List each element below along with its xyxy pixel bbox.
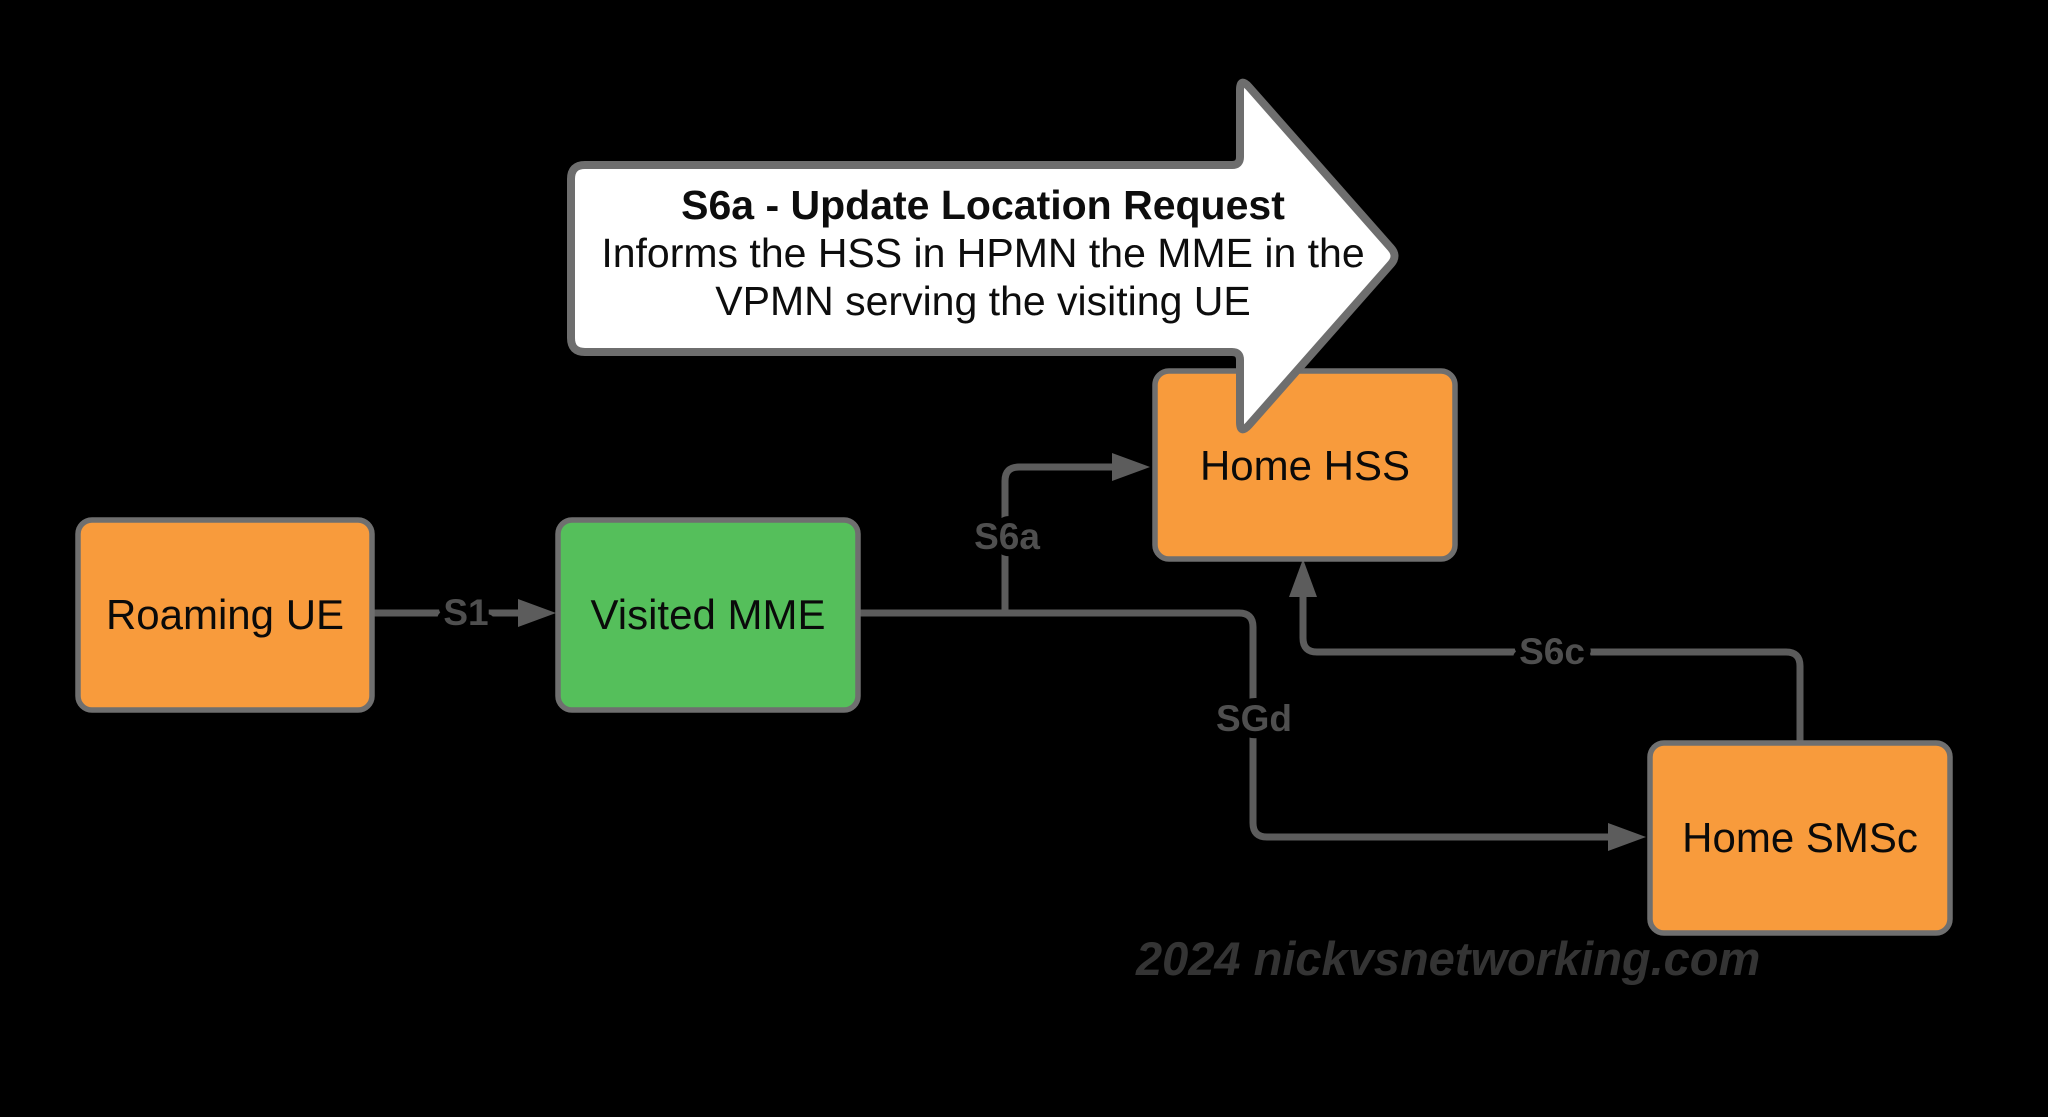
link-sgd-arrowhead-icon [1608,823,1646,851]
link-s6a [1001,453,1150,613]
link-sgd-line [858,609,1608,841]
link-s1 [374,599,556,627]
node-box [75,517,375,713]
link-label-s6a: S6a [974,516,1040,557]
link-sgd [858,609,1646,851]
link-label-s6c: S6c [1519,631,1585,672]
callout-body-line: VPMN serving the visiting UE [715,278,1250,324]
link-s6c-arrowhead-icon [1289,559,1317,597]
callout-body-line: Informs the HSS in HPMN the MME in the [601,230,1364,276]
link-s6c [1289,559,1804,743]
callout-arrow-shape [567,78,1399,434]
node-roaming-ue: Roaming UE [75,517,375,713]
link-label-s1: S1 [443,592,488,633]
watermark-text: 2024 nickvsnetworking.com [1135,932,1760,985]
link-s1-arrowhead-icon [518,599,556,627]
node-label: Visited MME [591,591,826,638]
link-s6a-line [1001,463,1112,613]
node-box [555,517,861,713]
callout-title: S6a - Update Location Request [681,182,1285,228]
node-home-smsc: Home SMSc [1647,740,1953,936]
node-label: Home SMSc [1682,814,1918,861]
node-box [1647,740,1953,936]
node-label: Roaming UE [106,591,344,638]
link-s6a-arrowhead-icon [1112,453,1150,481]
node-visited-mme: Visited MME [555,517,861,713]
link-s6c-line [1299,597,1804,743]
node-box [1152,368,1458,562]
link-label-sgd: SGd [1216,698,1292,739]
callout-block-arrow: S6a - Update Location Request Informs th… [567,78,1399,434]
node-label: Home HSS [1200,442,1410,489]
node-home-hss: Home HSS [1152,368,1458,562]
